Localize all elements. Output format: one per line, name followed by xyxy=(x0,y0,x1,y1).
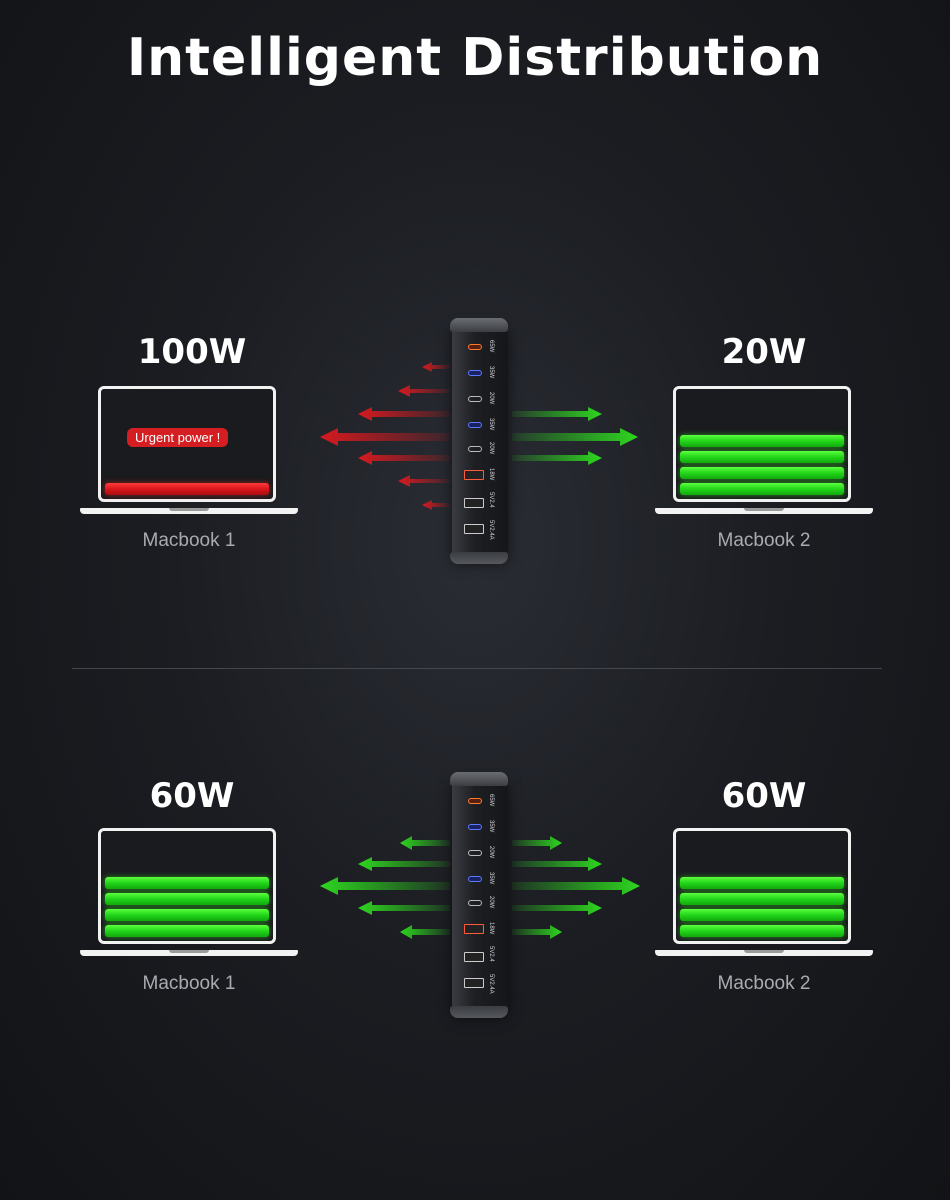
laptop-label-right-1: Macbook 2 xyxy=(717,530,811,551)
green-arrows-right xyxy=(512,407,638,465)
battery-bar xyxy=(680,435,844,447)
port-label: 20W xyxy=(488,846,494,859)
red-arrows-left xyxy=(320,362,450,510)
urgent-power-badge: Urgent power ! xyxy=(127,428,229,447)
battery-bar xyxy=(105,909,269,921)
laptop-screen: Urgent power ! xyxy=(98,386,276,502)
battery-bar xyxy=(105,877,269,889)
green-arrows-left-2 xyxy=(320,836,450,939)
page-title: Intelligent Distribution xyxy=(126,28,824,88)
battery-bar xyxy=(680,467,844,479)
laptop-screen xyxy=(98,828,276,944)
battery-bar xyxy=(680,877,844,889)
port-label: 5V2.4A xyxy=(488,974,494,994)
port-label: 5V2.4A xyxy=(488,520,494,540)
left-wattage-2: 60W xyxy=(149,776,235,816)
laptop-label-right-2: Macbook 2 xyxy=(717,973,811,994)
battery-bar xyxy=(105,893,269,905)
charger-hub-1: 65W 35W 20W 35W 20W 18W 5V2.4 5V2.4A xyxy=(450,318,508,564)
port-label: 20W xyxy=(488,392,494,405)
laptop-label-left-1: Macbook 1 xyxy=(142,530,236,551)
laptop-base xyxy=(655,950,873,956)
laptop-base xyxy=(80,950,298,956)
port-label: 65W xyxy=(488,340,494,353)
port-label: 35W xyxy=(488,872,494,885)
port-label: 5V2.4 xyxy=(488,492,494,508)
battery-bar xyxy=(105,925,269,937)
port-label: 20W xyxy=(488,442,494,455)
port-label: 18W xyxy=(488,922,494,935)
port-label: 65W xyxy=(488,794,494,807)
battery-bar xyxy=(680,893,844,905)
laptop-base xyxy=(655,508,873,514)
laptop-label-left-2: Macbook 1 xyxy=(142,973,236,994)
port-label: 20W xyxy=(488,896,494,909)
battery-bar xyxy=(680,925,844,937)
laptop-screen xyxy=(673,386,851,502)
port-label: 35W xyxy=(488,418,494,431)
laptop-base xyxy=(80,508,298,514)
battery-bar xyxy=(680,451,844,463)
green-arrows-right-2 xyxy=(512,836,640,939)
right-wattage-2: 60W xyxy=(721,776,807,816)
charger-hub-2: 65W 35W 20W 35W 20W 18W 5V2.4 5V2.4A xyxy=(450,772,508,1018)
laptop-screen xyxy=(673,828,851,944)
battery-bar xyxy=(680,909,844,921)
port-label: 18W xyxy=(488,468,494,481)
section-divider xyxy=(72,668,882,669)
port-label: 5V2.4 xyxy=(488,946,494,962)
left-wattage-1: 100W xyxy=(137,332,247,372)
right-wattage-1: 20W xyxy=(721,332,807,372)
port-label: 35W xyxy=(488,820,494,833)
port-label: 35W xyxy=(488,366,494,379)
battery-bar xyxy=(680,483,844,495)
battery-bar xyxy=(105,483,269,495)
